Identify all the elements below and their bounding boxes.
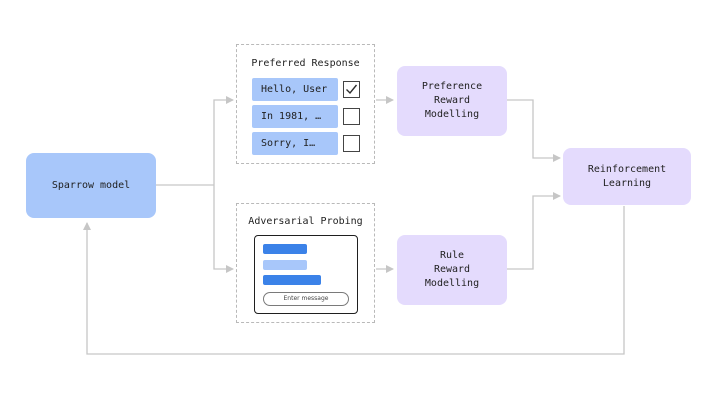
response-option-1[interactable]: Hello, User [252,78,338,101]
response-option-2[interactable]: In 1981, … [252,105,338,128]
node-reinforcement-learning: Reinforcement Learning [563,148,691,205]
response-checkbox-1[interactable] [343,81,360,98]
response-option-3[interactable]: Sorry, I… [252,132,338,155]
chat-bubble-light [263,260,307,270]
edge-preference-to-rl [507,99,561,162]
chat-bubble-dark [263,244,307,254]
edge-rule-to-rl [507,192,561,270]
response-checkbox-2[interactable] [343,108,360,125]
node-sparrow-model: Sparrow model [26,153,156,218]
checkmark-icon [346,84,358,95]
edge-branch-to-preferred [213,96,234,185]
node-preference-reward-modelling: Preference Reward Modelling [397,66,507,136]
chat-bubble-dark [263,275,321,285]
edge-branch-to-adversarial [213,185,234,273]
edge-rl-feedback-to-sparrow [83,206,625,355]
response-checkbox-3[interactable] [343,135,360,152]
adversarial-probing-panel: Adversarial Probing Enter message [236,203,375,323]
preferred-response-title: Preferred Response [251,58,360,69]
node-reinforcement-learning-label: Reinforcement Learning [587,163,667,189]
node-rule-reward-modelling: Rule Reward Modelling [397,235,507,305]
adversarial-probing-title: Adversarial Probing [248,216,363,227]
preferred-response-panel: Preferred Response Hello, User In 1981, … [236,44,375,164]
chat-window: Enter message [254,235,358,314]
message-input[interactable]: Enter message [263,292,349,306]
node-sparrow-model-label: Sparrow model [51,179,131,191]
node-rule-reward-modelling-label: Rule Reward Modelling [424,250,480,289]
node-preference-reward-modelling-label: Preference Reward Modelling [421,81,483,120]
